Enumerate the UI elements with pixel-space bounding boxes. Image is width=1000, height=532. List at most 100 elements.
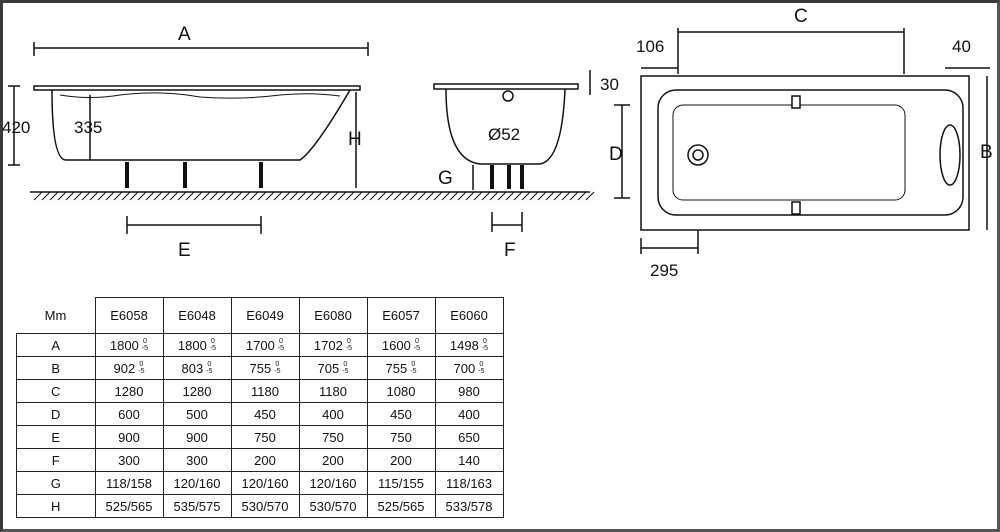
cell-value: 530/570 xyxy=(309,498,357,514)
table-cell: 525/565 xyxy=(366,494,436,518)
cell-value: 1600 xyxy=(381,337,411,353)
tolerance-upper: 0 xyxy=(343,360,348,368)
tolerance: 0-5 xyxy=(206,361,212,375)
cell-value: 1280 xyxy=(182,383,212,399)
tolerance-lower: -5 xyxy=(342,367,349,375)
model-header: E6080 xyxy=(298,297,368,334)
tolerance: 0-5 xyxy=(278,338,284,352)
cell-value: 140 xyxy=(458,452,480,468)
dim-295: 295 xyxy=(650,261,678,280)
cell-value: 600 xyxy=(118,406,140,422)
cell-value: 700 xyxy=(453,360,476,376)
table-cell: 120/160 xyxy=(230,471,300,495)
tolerance-upper: 0 xyxy=(139,360,144,368)
tolerance: 0-5 xyxy=(274,361,280,375)
cell-value: 400 xyxy=(458,406,480,422)
tolerance-lower: -5 xyxy=(277,344,285,352)
cell-value: 650 xyxy=(458,429,480,445)
tolerance-upper: 0 xyxy=(143,337,147,345)
table-cell: 750 xyxy=(298,425,368,449)
cell-value: 118/158 xyxy=(105,475,153,491)
row-label: B xyxy=(16,356,96,380)
row-label: A xyxy=(16,333,96,357)
tolerance-lower: -5 xyxy=(138,367,145,375)
dim-40: 40 xyxy=(952,37,971,56)
cell-value: 525/565 xyxy=(377,498,425,514)
table-cell: 450 xyxy=(366,402,436,426)
tolerance-lower: -5 xyxy=(141,344,149,352)
table-cell: 118/163 xyxy=(434,471,504,495)
table-cell: 400 xyxy=(434,402,504,426)
cell-value: 1498 xyxy=(449,337,479,353)
table-cell: 300 xyxy=(94,448,164,472)
tolerance: 0-5 xyxy=(342,361,348,375)
model-header: E6048 xyxy=(162,297,232,334)
table-cell: 750 xyxy=(230,425,300,449)
tolerance-upper: 0 xyxy=(411,360,416,368)
cell-value: 450 xyxy=(254,406,276,422)
dim-420: 420 xyxy=(2,118,30,137)
end-view: G Ø52 30 F xyxy=(433,70,619,261)
table-cell: 530/570 xyxy=(230,494,300,518)
table-cell: 525/565 xyxy=(94,494,164,518)
tolerance-upper: 0 xyxy=(211,337,215,345)
table-cell: 900 xyxy=(162,425,232,449)
tolerance-upper: 0 xyxy=(279,337,283,345)
side-view: A 420 335 H E xyxy=(2,24,369,261)
table-cell: 1080 xyxy=(366,379,436,403)
model-header: E6058 xyxy=(94,297,164,334)
cell-value: 535/575 xyxy=(173,498,221,514)
table-cell: 1280 xyxy=(94,379,164,403)
cell-value: 200 xyxy=(322,452,344,468)
cell-value: 980 xyxy=(458,383,480,399)
tolerance: 0-5 xyxy=(210,338,216,352)
dim-106: 106 xyxy=(636,37,664,56)
cell-value: 1180 xyxy=(319,383,347,399)
cell-value: 120/160 xyxy=(241,475,289,491)
table-cell: 200 xyxy=(366,448,436,472)
cell-value: 200 xyxy=(390,452,412,468)
tolerance-upper: 0 xyxy=(483,337,487,345)
tolerance: 0-5 xyxy=(482,338,488,352)
cell-value: 300 xyxy=(186,452,208,468)
tolerance-upper: 0 xyxy=(479,360,484,368)
tolerance-lower: -5 xyxy=(481,344,489,352)
cell-value: 705 xyxy=(317,360,340,376)
tolerance-upper: 0 xyxy=(207,360,212,368)
cell-value: 1700 xyxy=(245,337,275,353)
cell-value: 803 xyxy=(181,360,204,376)
cell-value: 500 xyxy=(186,406,208,422)
cell-value: 450 xyxy=(390,406,412,422)
table-cell: 120/160 xyxy=(162,471,232,495)
dim-drain-diameter: Ø52 xyxy=(488,125,520,144)
dim-A: A xyxy=(178,24,191,45)
dim-D: D xyxy=(609,144,623,165)
tolerance: 0-5 xyxy=(478,361,484,375)
table-cell: 900 xyxy=(94,425,164,449)
table-cell: 1280 xyxy=(162,379,232,403)
model-header: E6060 xyxy=(434,297,504,334)
table-cell: 535/575 xyxy=(162,494,232,518)
cell-value: 115/155 xyxy=(377,475,425,491)
cell-value: 902 xyxy=(113,360,136,376)
row-label: C xyxy=(16,379,96,403)
tolerance-lower: -5 xyxy=(206,367,213,375)
cell-value: 1800 xyxy=(177,337,207,353)
dim-G: G xyxy=(438,168,453,189)
tolerance-upper: 0 xyxy=(415,337,419,345)
tolerance-upper: 0 xyxy=(347,337,351,345)
table-cell: 200 xyxy=(298,448,368,472)
table-cell: 500 xyxy=(162,402,232,426)
cell-value: 1080 xyxy=(386,383,416,399)
tolerance: 0-5 xyxy=(346,338,352,352)
